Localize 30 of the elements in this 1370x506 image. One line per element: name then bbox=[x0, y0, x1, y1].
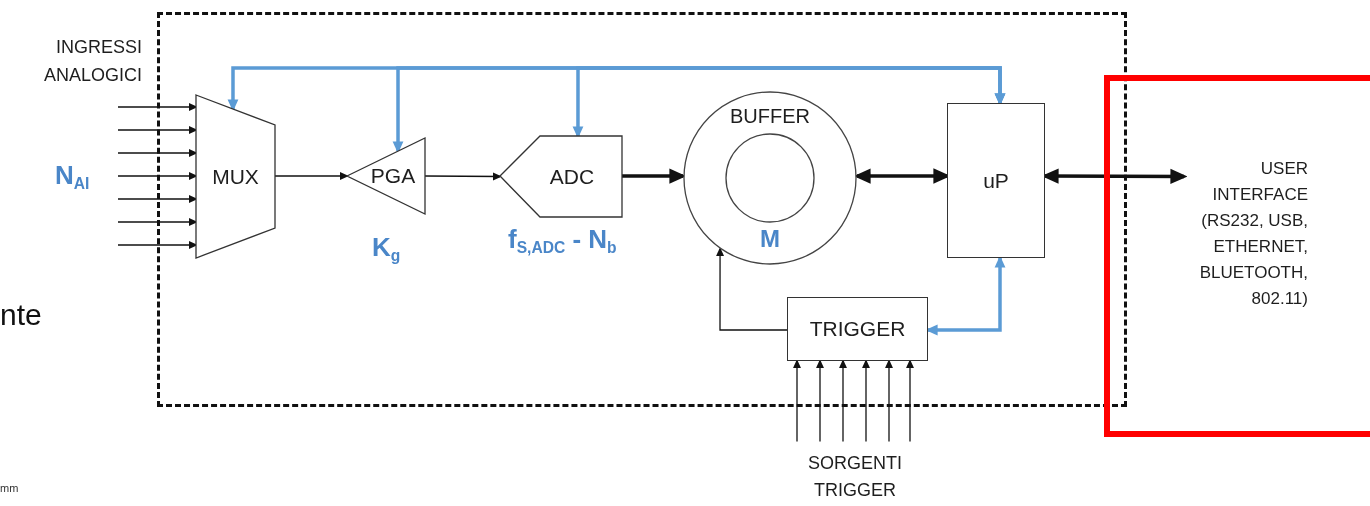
block-label: SORGENTI TRIGGER bbox=[790, 450, 920, 506]
arrow bbox=[716, 247, 788, 331]
arrow bbox=[884, 359, 894, 443]
process-box bbox=[787, 297, 928, 361]
converter-pentagon bbox=[500, 136, 622, 217]
block-label: uP bbox=[983, 168, 1009, 193]
channel-count-label: N$_{AI}$ bbox=[55, 159, 91, 195]
block-label: ADC bbox=[549, 164, 595, 189]
amplifier-triangle bbox=[347, 138, 425, 214]
memory-label: M bbox=[759, 225, 781, 253]
multiplexer-trapezoid bbox=[196, 95, 275, 258]
process-box bbox=[947, 103, 1045, 258]
block-label: BUFFER bbox=[729, 105, 811, 128]
block-label: USER INTERFACE (RS232, USB, ETHERNET, BLUETOOTH, 802.11) bbox=[1184, 156, 1308, 316]
block-label: PGA bbox=[370, 164, 416, 188]
arrow bbox=[905, 359, 915, 443]
arrow bbox=[792, 359, 802, 443]
input-label: INGRESSI ANALOGICI bbox=[42, 36, 142, 87]
text-fragment: mm bbox=[0, 482, 20, 495]
highlight-frame bbox=[1104, 75, 1370, 437]
arrow bbox=[838, 359, 848, 443]
parameter-label: f$_{S,ADC}$ - N$_{b}$ bbox=[508, 223, 617, 259]
arrow bbox=[861, 359, 871, 443]
block-label: TRIGGER bbox=[809, 317, 906, 341]
parameter-label: K$_{g}$ bbox=[372, 231, 401, 267]
text-fragment: nte bbox=[0, 297, 43, 333]
buffer-ring bbox=[683, 91, 857, 265]
arrow bbox=[815, 359, 825, 443]
block-label: MUX bbox=[212, 164, 259, 189]
system-boundary bbox=[157, 12, 1127, 407]
